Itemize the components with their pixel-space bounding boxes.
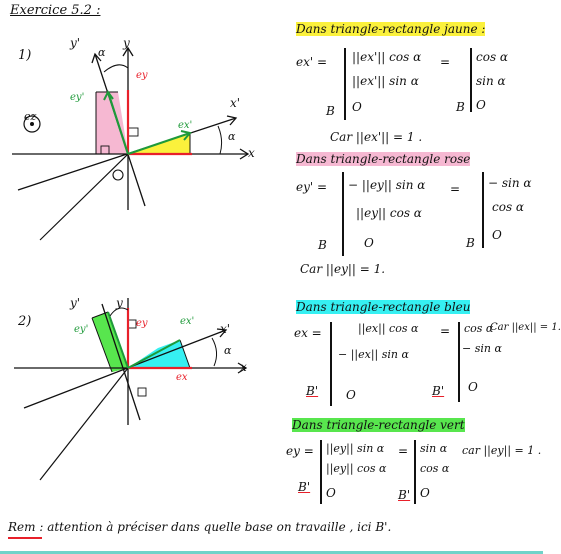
ez-symbol — [23, 115, 41, 133]
label2-ey-prime: ey' — [74, 324, 89, 335]
label2-ex-prime: ex' — [180, 316, 195, 327]
page-title: Exercice 5.2 : — [10, 3, 101, 18]
ex-prime-vector — [127, 131, 191, 156]
vert-title: Dans triangle-rectangle vert — [292, 418, 465, 432]
rose-r3: O — [492, 228, 502, 242]
label-alpha-side: α — [228, 130, 236, 143]
vert-car: car ||ey|| = 1 . — [462, 444, 542, 457]
bleu-basis2: B' — [432, 384, 445, 398]
vert-l1: ||ey|| sin α — [326, 442, 385, 455]
vert-r2: cos α — [420, 462, 450, 475]
yellow-l3: O — [352, 100, 362, 114]
yellow-l2: ||ex'|| sin α — [352, 74, 419, 88]
yellow-eq: = — [440, 55, 451, 69]
yellow-l1: ||ex'|| cos α — [352, 50, 422, 64]
vert-r1: sin α — [420, 442, 448, 455]
bleu-car: Car ||ex|| = 1. — [490, 322, 561, 333]
label-ey-prime: ey' — [70, 92, 85, 103]
pink-triangle — [96, 92, 128, 154]
label2-y-prime: y' — [70, 296, 81, 310]
rose-r1: − sin α — [488, 176, 532, 190]
rose-r2: cos α — [492, 200, 525, 214]
rose-l2: ||ey|| cos α — [356, 206, 422, 220]
rose-car: Car ||ey|| = 1. — [300, 262, 386, 276]
label2-x-prime: x' — [220, 322, 231, 336]
remark-underline — [8, 537, 42, 539]
bleu-r2: − sin α — [462, 342, 502, 355]
label-ex-prime: ex' — [178, 120, 193, 131]
label2-y: y — [116, 296, 123, 310]
ex-prime-vector-2 — [127, 339, 181, 369]
vert-r3: O — [420, 486, 430, 500]
green-triangle-2 — [92, 312, 128, 372]
bleu-basis: B' — [306, 384, 319, 398]
part1-figure — [12, 46, 250, 241]
remark-text: Rem : attention à préciser dans quelle b… — [8, 520, 392, 534]
y-prime-axis-2 — [101, 303, 141, 421]
part2-label: 2) — [18, 314, 32, 329]
bleu-l2: − ||ex|| sin α — [338, 348, 409, 361]
bleu-l1: ||ex|| cos α — [358, 322, 419, 335]
yellow-basis: B — [326, 104, 335, 118]
label-y-prime: y' — [70, 36, 81, 50]
bleu-r3: O — [468, 380, 478, 394]
rose-basis2: B — [466, 236, 475, 250]
vert-basis: B' — [298, 480, 311, 494]
part1-label: 1) — [18, 48, 32, 63]
label2-alpha: α — [224, 344, 232, 357]
yellow-r2: sin α — [476, 74, 506, 88]
vert-eq: = — [398, 444, 409, 458]
ey-prime-vector — [106, 91, 130, 155]
bleu-l3: O — [346, 388, 356, 402]
label-y: y — [123, 36, 130, 50]
rose-l1: − ||ey|| sin α — [348, 178, 426, 192]
rose-basis: B — [318, 238, 327, 252]
yellow-title: Dans triangle-rectangle jaune : — [296, 22, 486, 36]
bottom-bar — [0, 551, 543, 554]
ey-prime-vector-2 — [107, 311, 129, 369]
label-x: x — [248, 146, 255, 160]
label-x-prime: x' — [230, 96, 241, 110]
bleu-r1: cos α — [464, 322, 494, 335]
label2-ey: ey — [136, 318, 148, 329]
vert-l2: ||ey|| cos α — [326, 462, 387, 475]
label-alpha-top: α — [98, 46, 106, 59]
label-ez: ez — [24, 110, 37, 123]
vert-l3: O — [326, 486, 336, 500]
rose-l3: O — [364, 236, 374, 250]
yellow-r1: cos α — [476, 50, 509, 64]
yellow-lhs: ex' = — [296, 55, 328, 69]
yellow-basis2: B — [456, 100, 465, 114]
part2-figure — [14, 298, 248, 481]
rose-eq: = — [450, 182, 461, 196]
label-ey: ey — [136, 70, 148, 81]
bleu-eq: = — [440, 324, 451, 338]
x-prime-axis-2 — [23, 329, 227, 409]
label2-ex: ex — [176, 372, 188, 383]
bleu-title: Dans triangle-rectangle bleu — [296, 300, 471, 314]
label2-x: x — [240, 360, 247, 374]
vert-lhs: ey = — [286, 444, 314, 458]
bleu-lhs: ex = — [294, 326, 322, 340]
rose-title: Dans triangle-rectangle rose — [296, 152, 471, 166]
yellow-car: Car ||ex'|| = 1 . — [330, 130, 423, 144]
yellow-r3: O — [476, 98, 486, 112]
vert-basis2: B' — [398, 488, 411, 502]
page: Exercice 5.2 : 1) — [0, 3, 561, 554]
rose-lhs: ey' = — [296, 180, 328, 194]
